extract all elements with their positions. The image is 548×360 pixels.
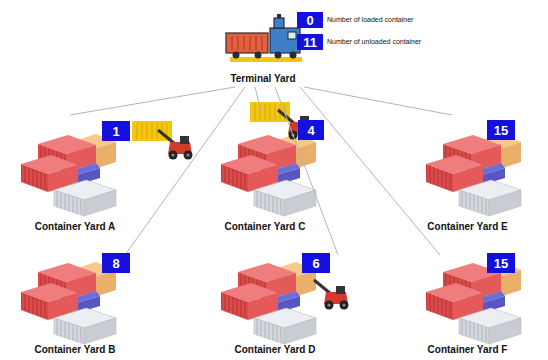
yard-name: Container Yard D bbox=[201, 344, 349, 356]
count-number: 0 bbox=[306, 13, 313, 28]
legend-note: Number of unloaded container bbox=[327, 37, 421, 46]
yard-name: Container Yard E bbox=[401, 221, 534, 233]
container-stack bbox=[426, 262, 521, 344]
connector-line bbox=[304, 87, 452, 115]
connector-line bbox=[300, 87, 440, 255]
count-box: 4 bbox=[298, 120, 324, 140]
container-stack bbox=[426, 134, 521, 216]
count-box: 6 bbox=[302, 253, 330, 273]
yard-name: Terminal Yard bbox=[218, 73, 308, 85]
connector-line bbox=[70, 87, 235, 115]
count-number: 1 bbox=[112, 124, 119, 139]
count-box: 15 bbox=[487, 253, 515, 273]
train-icon bbox=[226, 14, 302, 62]
count-number: 15 bbox=[494, 123, 508, 138]
count-number: 6 bbox=[312, 256, 319, 271]
count-box: 0 bbox=[297, 12, 323, 28]
count-number: 15 bbox=[494, 256, 508, 271]
count-box: 1 bbox=[102, 121, 130, 141]
container-stack bbox=[221, 134, 316, 216]
yard-name: Container Yard F bbox=[401, 344, 534, 356]
count-box: 11 bbox=[297, 34, 323, 50]
legend-note: Number of loaded container bbox=[327, 15, 413, 24]
reach-stacker bbox=[314, 280, 349, 310]
count-box: 8 bbox=[102, 253, 130, 273]
count-number: 11 bbox=[303, 35, 317, 50]
count-number: 8 bbox=[112, 256, 119, 271]
count-box: 15 bbox=[487, 120, 515, 140]
reach-stacker bbox=[158, 130, 193, 160]
container-stack bbox=[221, 262, 316, 344]
count-number: 4 bbox=[307, 123, 314, 138]
yard-name: Container Yard C bbox=[201, 221, 329, 233]
yard-name: Container Yard B bbox=[11, 344, 139, 356]
yard-name: Container Yard A bbox=[11, 221, 139, 233]
yard-node: Terminal Yard bbox=[218, 30, 308, 87]
connector-line bbox=[255, 87, 262, 115]
container-stack bbox=[21, 262, 116, 344]
container-stack bbox=[21, 134, 116, 216]
